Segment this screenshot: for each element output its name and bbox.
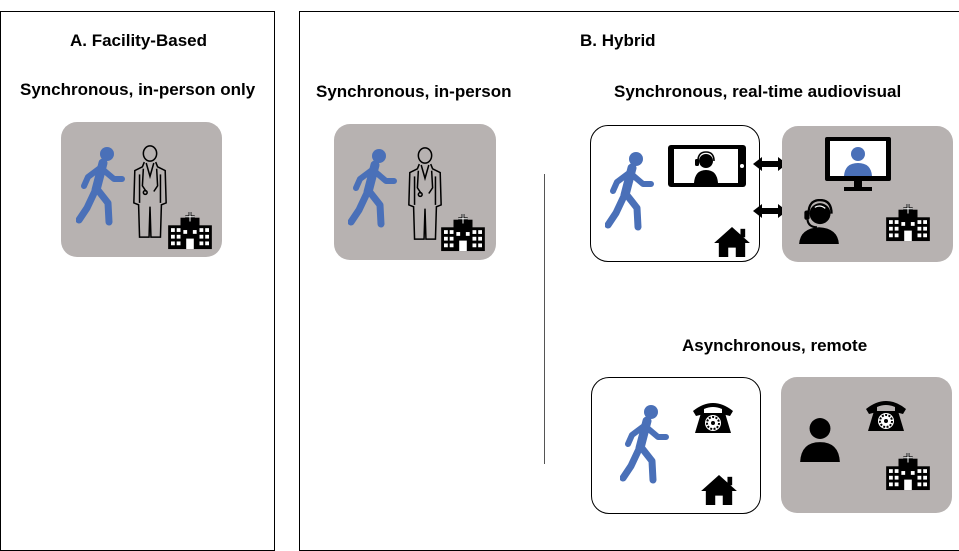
facility-visit-box bbox=[61, 122, 222, 257]
panel-a-heading: A. Facility-Based bbox=[70, 31, 207, 50]
walking-person-icon bbox=[605, 151, 655, 231]
hospital-icon bbox=[885, 453, 931, 491]
walking-person-icon bbox=[348, 148, 398, 228]
remote-subheading: Asynchronous, remote bbox=[682, 336, 868, 355]
video-call-icon bbox=[668, 145, 746, 187]
walking-person-icon bbox=[620, 404, 670, 484]
doctor-icon bbox=[406, 144, 444, 243]
patient-home-phone-box bbox=[591, 377, 761, 514]
column-divider bbox=[544, 174, 545, 464]
clinic-video-box bbox=[782, 126, 953, 262]
in-person-visit-box bbox=[334, 124, 496, 260]
telephone-icon bbox=[863, 397, 909, 433]
doctor-icon bbox=[131, 142, 169, 241]
clinic-phone-box bbox=[781, 377, 952, 513]
walking-person-icon bbox=[76, 146, 126, 226]
hospital-icon bbox=[167, 212, 213, 250]
home-icon bbox=[700, 474, 738, 506]
home-icon bbox=[713, 226, 751, 258]
in-person-subheading: Synchronous, in-person bbox=[316, 82, 512, 101]
patient-home-video-box bbox=[590, 125, 760, 262]
audiovisual-subheading: Synchronous, real-time audiovisual bbox=[614, 82, 902, 101]
headset-operator-icon bbox=[798, 199, 840, 245]
monitor-icon bbox=[825, 137, 891, 191]
hospital-icon bbox=[885, 204, 931, 242]
panel-a-subheading: Synchronous, in-person only bbox=[20, 80, 256, 99]
user-silhouette-icon bbox=[799, 417, 841, 463]
panel-b-heading: B. Hybrid bbox=[580, 31, 656, 50]
telephone-icon bbox=[690, 399, 736, 435]
hospital-icon bbox=[440, 214, 486, 252]
